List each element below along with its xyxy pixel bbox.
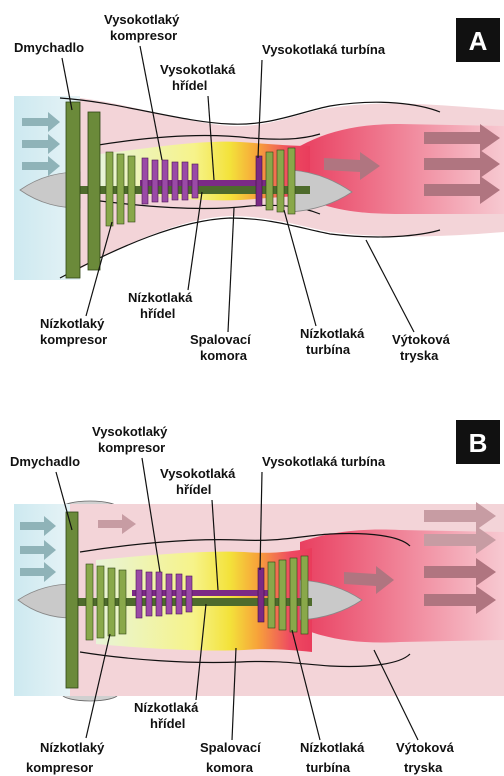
panel-a-hp-turbine-stages [256, 156, 262, 206]
panel-a-label-hp-compressor-1: Vysokotlaký [104, 12, 180, 27]
panel-b-badge-letter: B [469, 428, 488, 458]
panel-b: B [10, 420, 504, 775]
panel-a-lp-compressor-stages [106, 152, 135, 226]
panel-a-label-hp-shaft-2: hřídel [172, 78, 207, 93]
panel-a-badge-letter: A [469, 26, 488, 56]
panel-b-label-hp-turbine: Vysokotlaká turbína [262, 454, 386, 469]
panel-a-label-lp-compressor-2: kompresor [40, 332, 107, 347]
panel-b-hp-shaft [132, 590, 272, 596]
panel-b-label-lp-compressor-2: kompresor [26, 760, 93, 775]
panel-b-label-lp-shaft-2: hřídel [150, 716, 185, 731]
panel-a: A [14, 12, 504, 363]
panel-a-label-hp-shaft-1: Vysokotlaká [160, 62, 236, 77]
panel-b-label-lp-turbine-2: turbína [306, 760, 351, 775]
panel-a-label-lp-turbine-2: turbína [306, 342, 351, 357]
panel-a-label-combustor-1: Spalovací [190, 332, 251, 347]
panel-b-label-combustor-1: Spalovací [200, 740, 261, 755]
panel-a-intake-arrows [22, 112, 60, 176]
panel-b-label-nozzle-2: tryska [404, 760, 443, 775]
panel-a-hp-shaft [140, 180, 270, 186]
panel-b-label-hp-compressor-1: Vysokotlaký [92, 424, 168, 439]
panel-b-label-hp-compressor-2: kompresor [98, 440, 165, 455]
panel-b-label-lp-compressor-1: Nízkotlaký [40, 740, 105, 755]
panel-b-label-nozzle-1: Výtoková [396, 740, 455, 755]
panel-a-label-hp-turbine: Vysokotlaká turbína [262, 42, 386, 57]
panel-a-label-nozzle-2: tryska [400, 348, 439, 363]
panel-b-fan-blades [66, 512, 78, 688]
panel-a-label-lp-shaft-1: Nízkotlaká [128, 290, 193, 305]
panel-a-label-fan: Dmychadlo [14, 40, 84, 55]
panel-b-label-hp-shaft-1: Vysokotlaká [160, 466, 236, 481]
panel-b-label-fan: Dmychadlo [10, 454, 80, 469]
panel-b-intake-arrows [20, 516, 56, 582]
panel-b-label-lp-turbine-1: Nízkotlaká [300, 740, 365, 755]
panel-b-hp-turbine-stages [258, 568, 264, 622]
panel-a-label-lp-shaft-2: hřídel [140, 306, 175, 321]
panel-a-label-nozzle-1: Výtoková [392, 332, 451, 347]
panel-a-label-lp-compressor-1: Nízkotlaký [40, 316, 105, 331]
panel-b-label-lp-shaft-1: Nízkotlaká [134, 700, 199, 715]
panel-a-leader-nozzle [366, 240, 414, 332]
panel-a-lp-turbine-stages [266, 148, 295, 214]
panel-b-label-combustor-2: komora [206, 760, 254, 775]
panel-a-label-combustor-2: komora [200, 348, 248, 363]
panel-a-label-hp-compressor-2: kompresor [110, 28, 177, 43]
panel-b-label-hp-shaft-2: hřídel [176, 482, 211, 497]
panel-a-leader-combustor [228, 208, 234, 332]
panel-a-label-lp-turbine-1: Nízkotlaká [300, 326, 365, 341]
